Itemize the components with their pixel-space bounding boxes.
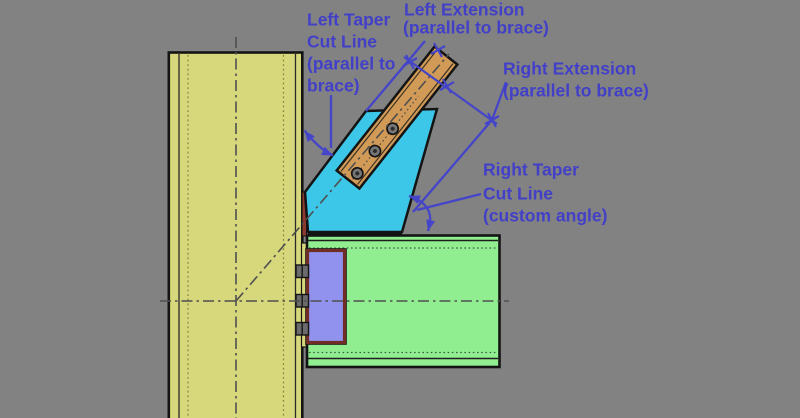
end-plate-bolts: [295, 264, 310, 336]
angle-arc: [408, 194, 432, 232]
arrowhead: [304, 130, 315, 142]
bolt: [295, 321, 310, 336]
label-right-extension-line2: (parallel to brace): [503, 81, 649, 101]
bolt: [295, 264, 310, 279]
label-right-taper-line3: (custom angle): [483, 206, 607, 226]
tick-mark: [402, 54, 418, 70]
arrowhead: [409, 195, 421, 204]
arrowhead: [321, 146, 333, 156]
label-left-extension-line1: Left Extension: [404, 0, 525, 20]
bolt-gauge-line: [352, 95, 419, 180]
label-right-taper-line2: Cut Line: [483, 184, 553, 204]
label-right-taper-line1: Right Taper: [483, 160, 579, 180]
tick-mark: [484, 112, 500, 128]
label-left-taper-line3: (parallel to: [307, 54, 396, 74]
tick-marks: [402, 42, 500, 128]
end-plate: [305, 248, 347, 345]
extension-line-left: [365, 40, 426, 112]
tick-mark: [439, 78, 455, 94]
brace-flange-line: [340, 50, 437, 172]
label-left-taper-line2: Cut Line: [307, 32, 377, 52]
arrowhead: [426, 219, 436, 231]
leader-line: [490, 81, 508, 121]
brace-flange-line: [357, 63, 454, 185]
centerlines: [160, 37, 509, 418]
tick-mark: [430, 42, 446, 58]
extension-line-right: [412, 119, 493, 213]
annotation-labels: Left Taper Cut Line (parallel to brace) …: [307, 0, 649, 226]
label-left-taper-line4: brace): [307, 76, 360, 96]
brace: [334, 44, 460, 191]
label-left-taper-line1: Left Taper: [307, 10, 390, 30]
arrowheads: [304, 130, 436, 231]
brace-bolts: [350, 122, 400, 180]
label-right-extension-line1: Right Extension: [503, 59, 636, 79]
label-left-extension-line2: (parallel to brace): [403, 18, 549, 38]
